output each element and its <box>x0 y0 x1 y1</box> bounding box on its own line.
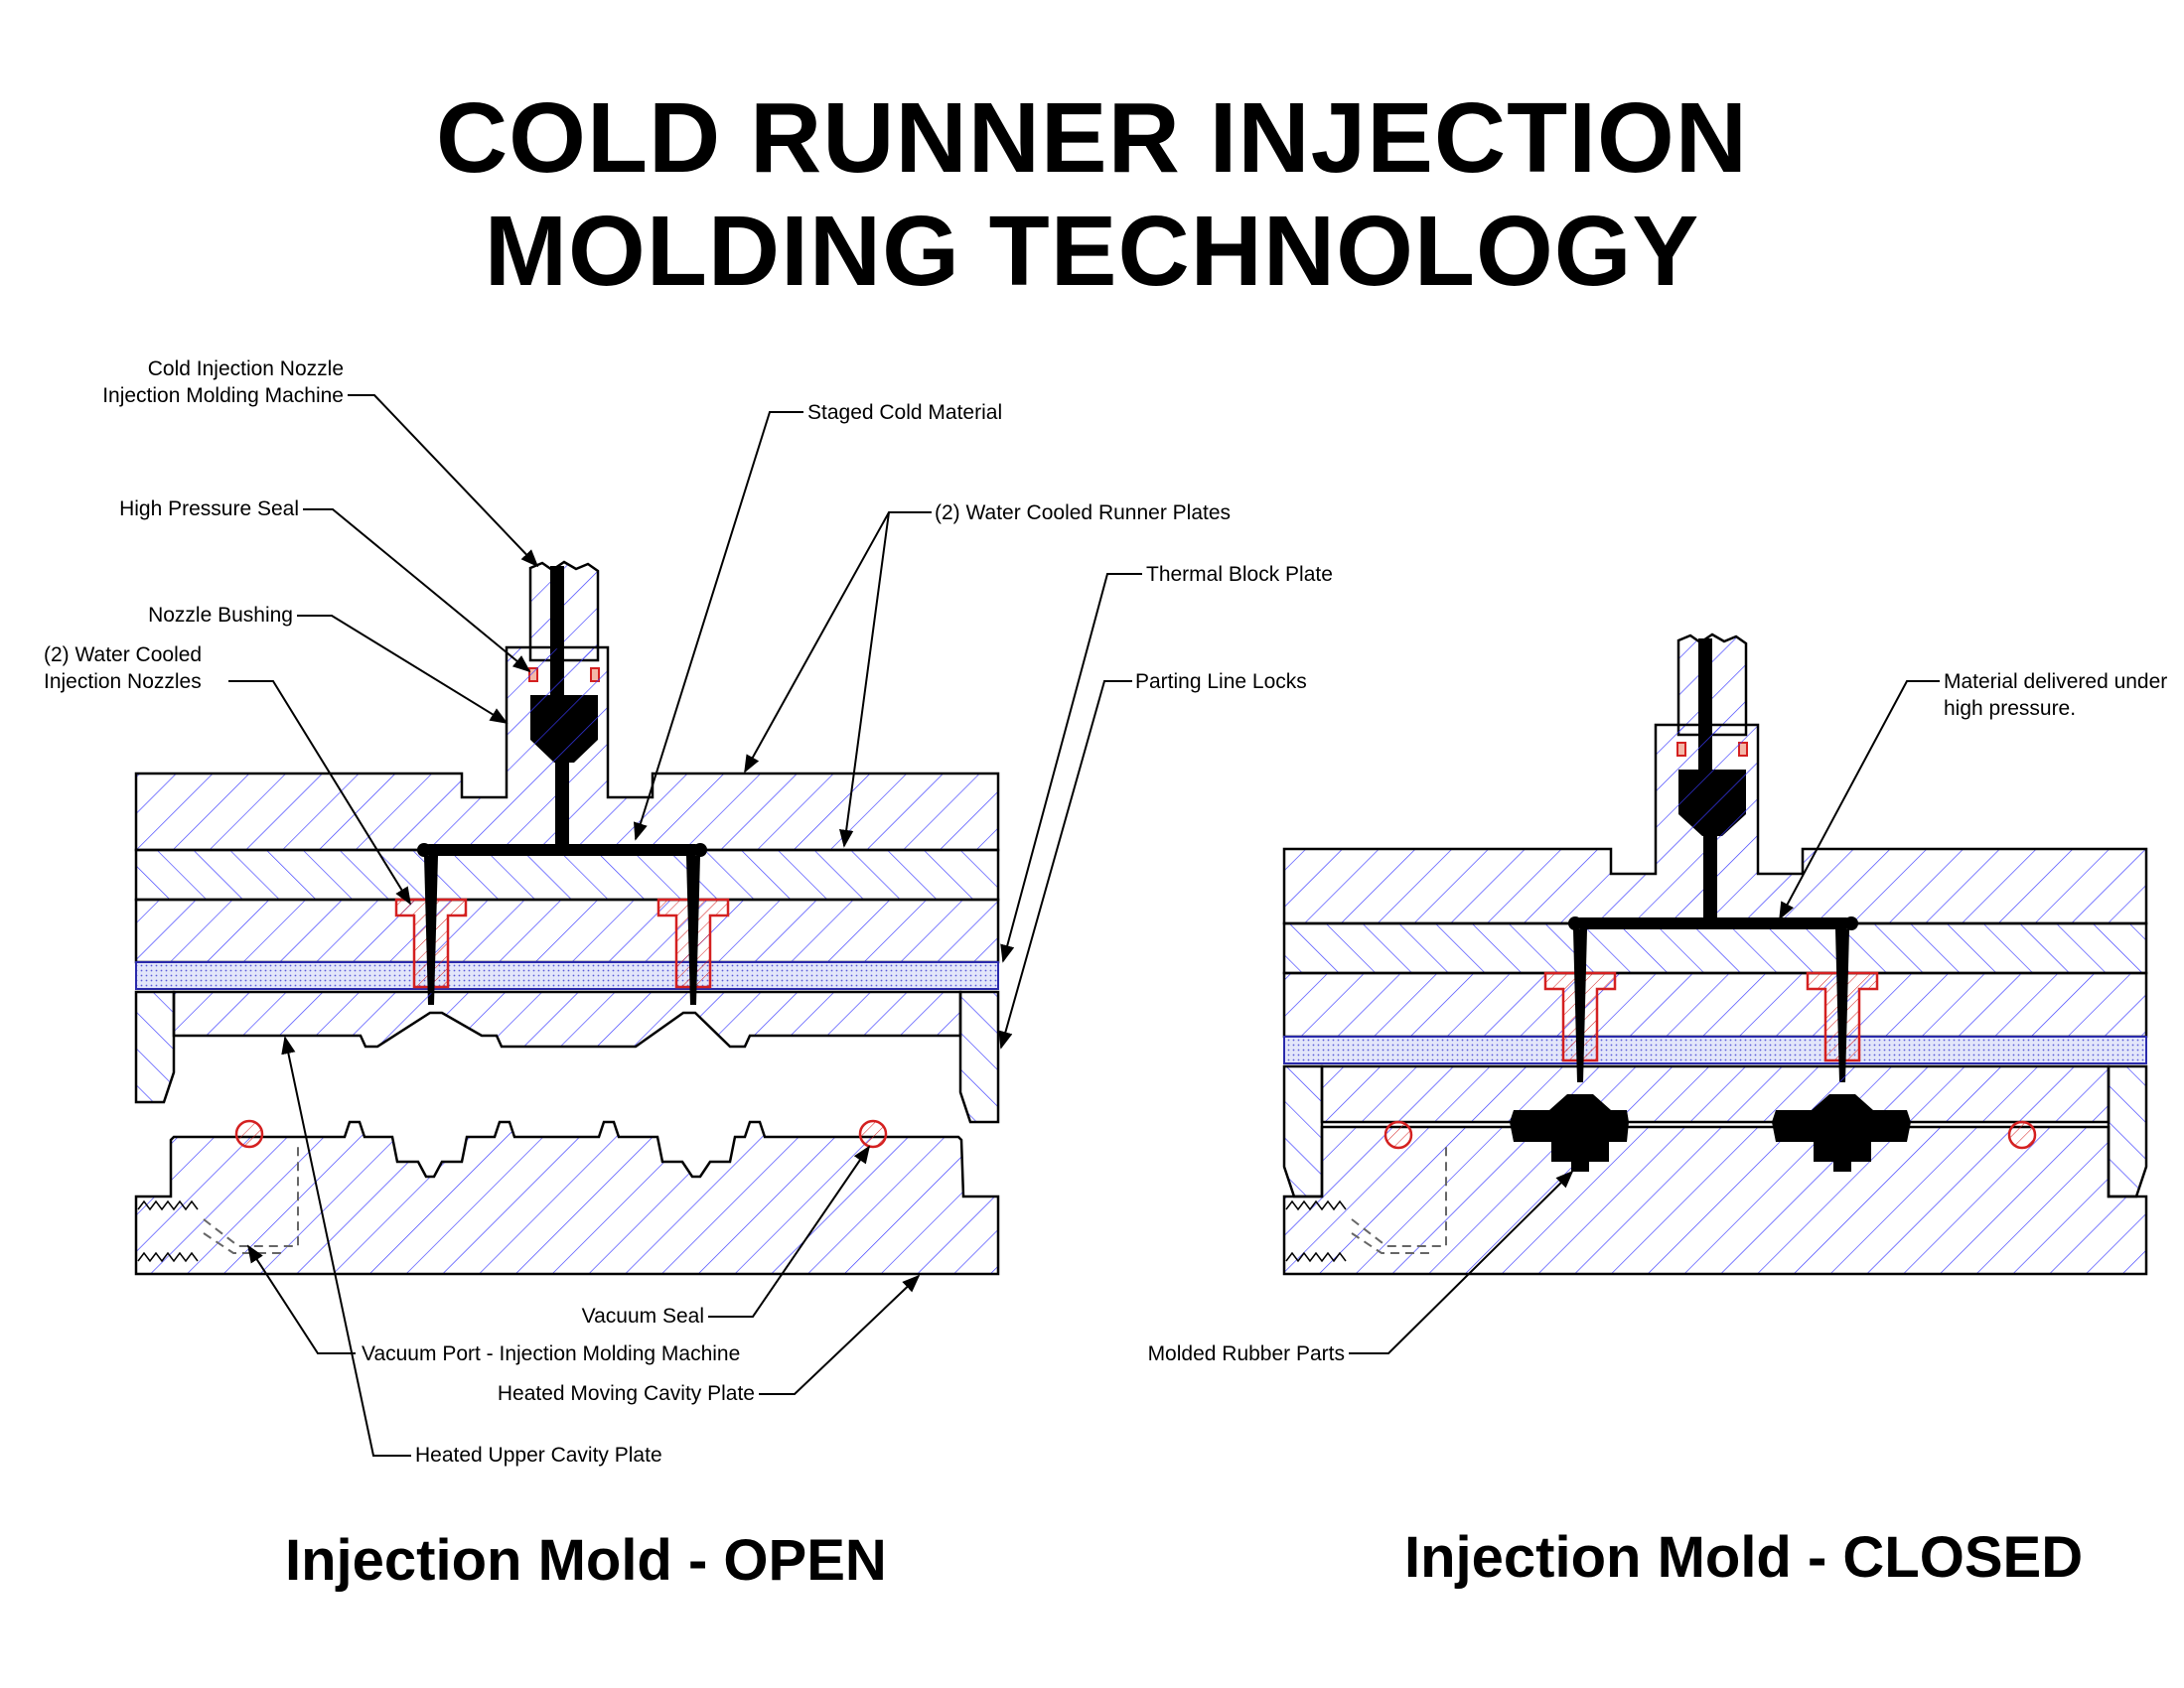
runner-plate-bottom-right <box>1282 921 2148 975</box>
caption-closed: Injection Mold - CLOSED <box>1404 1525 2084 1590</box>
label-heated-upper-plate: Heated Upper Cavity Plate <box>415 1444 662 1467</box>
material-delivered-runner <box>1575 917 1851 929</box>
label-vacuum-seal: Vacuum Seal <box>581 1305 704 1328</box>
label-parting-line-locks: Parting Line Locks <box>1135 670 1307 693</box>
heated-upper-cavity-plate-left <box>172 990 962 1049</box>
molded-rubber-part-1 <box>1510 1094 1629 1172</box>
label-molded-rubber-parts: Molded Rubber Parts <box>1147 1342 1345 1365</box>
heated-moving-cavity-plate-right <box>1282 1125 2148 1276</box>
label-material-delivered-2: high pressure. <box>1944 697 2077 720</box>
title-line-2: MOLDING TECHNOLOGY <box>484 196 1700 307</box>
label-cold-nozzle-1: Cold Injection Nozzle <box>147 357 344 380</box>
label-nozzle-bushing: Nozzle Bushing <box>148 604 293 627</box>
molded-rubber-part-2 <box>1772 1094 1911 1172</box>
vacuum-port-left <box>137 1147 299 1263</box>
caption-open: Injection Mold - OPEN <box>285 1528 887 1593</box>
label-heated-moving-plate: Heated Moving Cavity Plate <box>497 1382 755 1405</box>
label-thermal-block-plate: Thermal Block Plate <box>1146 563 1333 586</box>
vacuum-seal-left-1 <box>234 1119 264 1149</box>
injection-nozzle-right-2 <box>1806 929 1879 1082</box>
closed-mold-assembly <box>1282 633 2148 1276</box>
runner-plate-bottom-left <box>134 848 1000 902</box>
thermal-block-plate-right <box>1283 1036 2147 1064</box>
staged-cold-material-left <box>424 844 700 856</box>
thermal-block-plate-left <box>135 961 999 990</box>
injection-nozzle-right-1 <box>1543 929 1617 1082</box>
label-injection-nozzles-1: (2) Water Cooled <box>44 643 203 666</box>
heated-upper-cavity-plate-right <box>1320 1064 2111 1124</box>
label-material-delivered-1: Material delivered under <box>1944 670 2168 693</box>
label-vacuum-port: Vacuum Port - Injection Molding Machine <box>362 1342 741 1365</box>
injection-nozzle-left-2 <box>656 856 730 1005</box>
label-staged-cold-material: Staged Cold Material <box>807 401 1003 424</box>
vacuum-seal-left-2 <box>858 1119 888 1149</box>
title-line-1: COLD RUNNER INJECTION <box>435 82 1749 194</box>
parting-line-lock-left-b <box>958 990 1000 1124</box>
open-mold-assembly <box>134 560 1000 1276</box>
label-injection-nozzles-2: Injection Nozzles <box>44 670 202 693</box>
parting-line-lock-right-a <box>1282 1064 1324 1198</box>
parting-line-lock-right-b <box>2107 1064 2148 1198</box>
leader-lines <box>228 394 1940 1457</box>
vacuum-port-right <box>1285 1147 1447 1263</box>
label-high-pressure-seal: High Pressure Seal <box>119 497 299 520</box>
label-cold-nozzle-2: Injection Molding Machine <box>102 384 344 407</box>
heated-moving-cavity-plate-left <box>134 1120 1000 1276</box>
label-runner-plates: (2) Water Cooled Runner Plates <box>935 501 1232 524</box>
injection-nozzle-left-1 <box>394 856 468 1005</box>
parting-line-lock-left-a <box>134 990 176 1104</box>
